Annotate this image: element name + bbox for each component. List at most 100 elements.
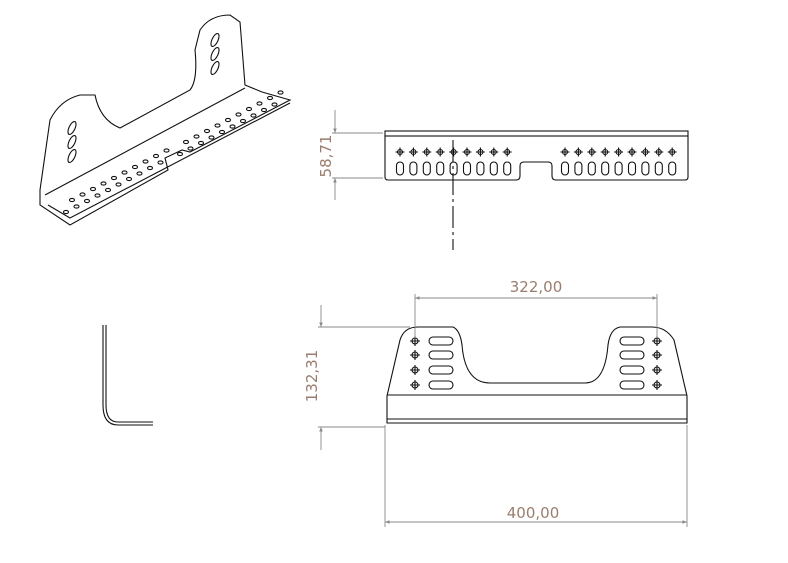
hole-crosshair bbox=[449, 147, 459, 157]
iso-hole bbox=[104, 187, 112, 193]
slot bbox=[619, 380, 645, 390]
slot bbox=[436, 161, 445, 176]
hole-crosshair bbox=[489, 147, 499, 157]
iso-hole bbox=[131, 164, 139, 170]
iso-hole bbox=[266, 95, 274, 101]
slot bbox=[574, 161, 583, 176]
slot bbox=[601, 161, 610, 176]
iso-hole bbox=[239, 118, 247, 124]
iso-hole bbox=[100, 181, 107, 186]
slot bbox=[395, 161, 405, 176]
dim-400: 400,00 bbox=[507, 504, 560, 522]
iso-hole bbox=[152, 153, 160, 159]
hole-crosshair bbox=[395, 147, 405, 157]
iso-hole bbox=[94, 193, 101, 198]
front-view-holes bbox=[410, 336, 662, 390]
hole-crosshair bbox=[614, 147, 624, 157]
hole-crosshair bbox=[640, 147, 650, 157]
iso-holes bbox=[62, 90, 284, 215]
slot bbox=[627, 161, 637, 176]
dimension-overall-height: 132,31 bbox=[303, 305, 410, 450]
dim-58-71: 58,71 bbox=[317, 135, 335, 178]
side-view bbox=[102, 325, 153, 426]
hole-crosshair bbox=[600, 147, 610, 157]
iso-hole bbox=[176, 151, 184, 157]
hole-crosshair bbox=[422, 147, 432, 157]
iso-hole bbox=[125, 176, 133, 182]
hole-crosshair bbox=[652, 365, 662, 375]
hole-crosshair bbox=[652, 350, 662, 360]
slot bbox=[428, 336, 454, 346]
hole-crosshair bbox=[573, 147, 583, 157]
iso-hole bbox=[271, 102, 278, 107]
iso-hole bbox=[256, 101, 263, 106]
hole-crosshair bbox=[654, 147, 664, 157]
slot bbox=[422, 161, 431, 176]
hole-crosshair bbox=[410, 350, 420, 360]
hole-crosshair bbox=[560, 147, 570, 157]
iso-hole bbox=[182, 139, 190, 145]
iso-hole bbox=[250, 113, 257, 118]
slot bbox=[619, 365, 645, 375]
slot bbox=[489, 161, 498, 176]
iso-hole bbox=[229, 124, 236, 129]
dimension-overall-width: 400,00 bbox=[384, 425, 688, 527]
hole-crosshair bbox=[435, 147, 445, 157]
slot bbox=[449, 161, 458, 176]
iso-hole bbox=[79, 192, 86, 197]
slot bbox=[619, 350, 645, 360]
iso-hole bbox=[260, 107, 268, 113]
iso-hole bbox=[224, 117, 232, 123]
hole-crosshair bbox=[410, 365, 420, 375]
hole-crosshair bbox=[475, 147, 485, 157]
top-view bbox=[384, 130, 689, 250]
hole-crosshair bbox=[587, 147, 597, 157]
dim-322: 322,00 bbox=[510, 278, 563, 296]
iso-hole bbox=[187, 146, 194, 151]
iso-hole bbox=[68, 197, 76, 203]
iso-slots bbox=[67, 32, 220, 164]
iso-hole bbox=[89, 186, 97, 192]
iso-hole bbox=[235, 112, 242, 117]
iso-hole bbox=[115, 182, 122, 187]
slot bbox=[428, 350, 454, 360]
iso-hole bbox=[121, 170, 128, 175]
top-view-holes bbox=[395, 147, 677, 176]
iso-hole bbox=[203, 128, 211, 134]
slot bbox=[619, 336, 645, 346]
hole-crosshair bbox=[410, 380, 420, 390]
iso-hole bbox=[245, 106, 253, 112]
slot bbox=[503, 161, 512, 176]
hole-crosshair bbox=[408, 147, 418, 157]
slot bbox=[428, 380, 454, 390]
hole-crosshair bbox=[652, 380, 662, 390]
slot bbox=[560, 161, 570, 176]
dim-132-31: 132,31 bbox=[303, 350, 321, 403]
dimension-hole-spacing: 322,00 bbox=[414, 278, 658, 338]
iso-hole bbox=[163, 148, 170, 153]
iso-hole bbox=[110, 175, 118, 181]
iso-hole bbox=[157, 160, 164, 165]
front-view bbox=[386, 326, 688, 424]
slot bbox=[428, 365, 454, 375]
iso-hole bbox=[218, 129, 226, 135]
slot bbox=[614, 161, 623, 176]
iso-hole bbox=[277, 90, 284, 95]
slot bbox=[476, 161, 485, 176]
iso-hole bbox=[142, 159, 149, 164]
iso-hole bbox=[62, 209, 70, 215]
iso-hole bbox=[146, 165, 154, 171]
iso-hole bbox=[208, 135, 215, 140]
hole-crosshair bbox=[667, 147, 677, 157]
iso-hole bbox=[193, 134, 200, 139]
hole-crosshair bbox=[462, 147, 472, 157]
dimension-height-top: 58,71 bbox=[317, 110, 383, 200]
isometric-view bbox=[39, 14, 292, 226]
slot bbox=[654, 161, 663, 176]
iso-hole bbox=[197, 140, 205, 146]
slot bbox=[641, 161, 650, 176]
iso-hole bbox=[73, 204, 80, 209]
iso-hole bbox=[214, 123, 221, 128]
hole-crosshair bbox=[502, 147, 512, 157]
